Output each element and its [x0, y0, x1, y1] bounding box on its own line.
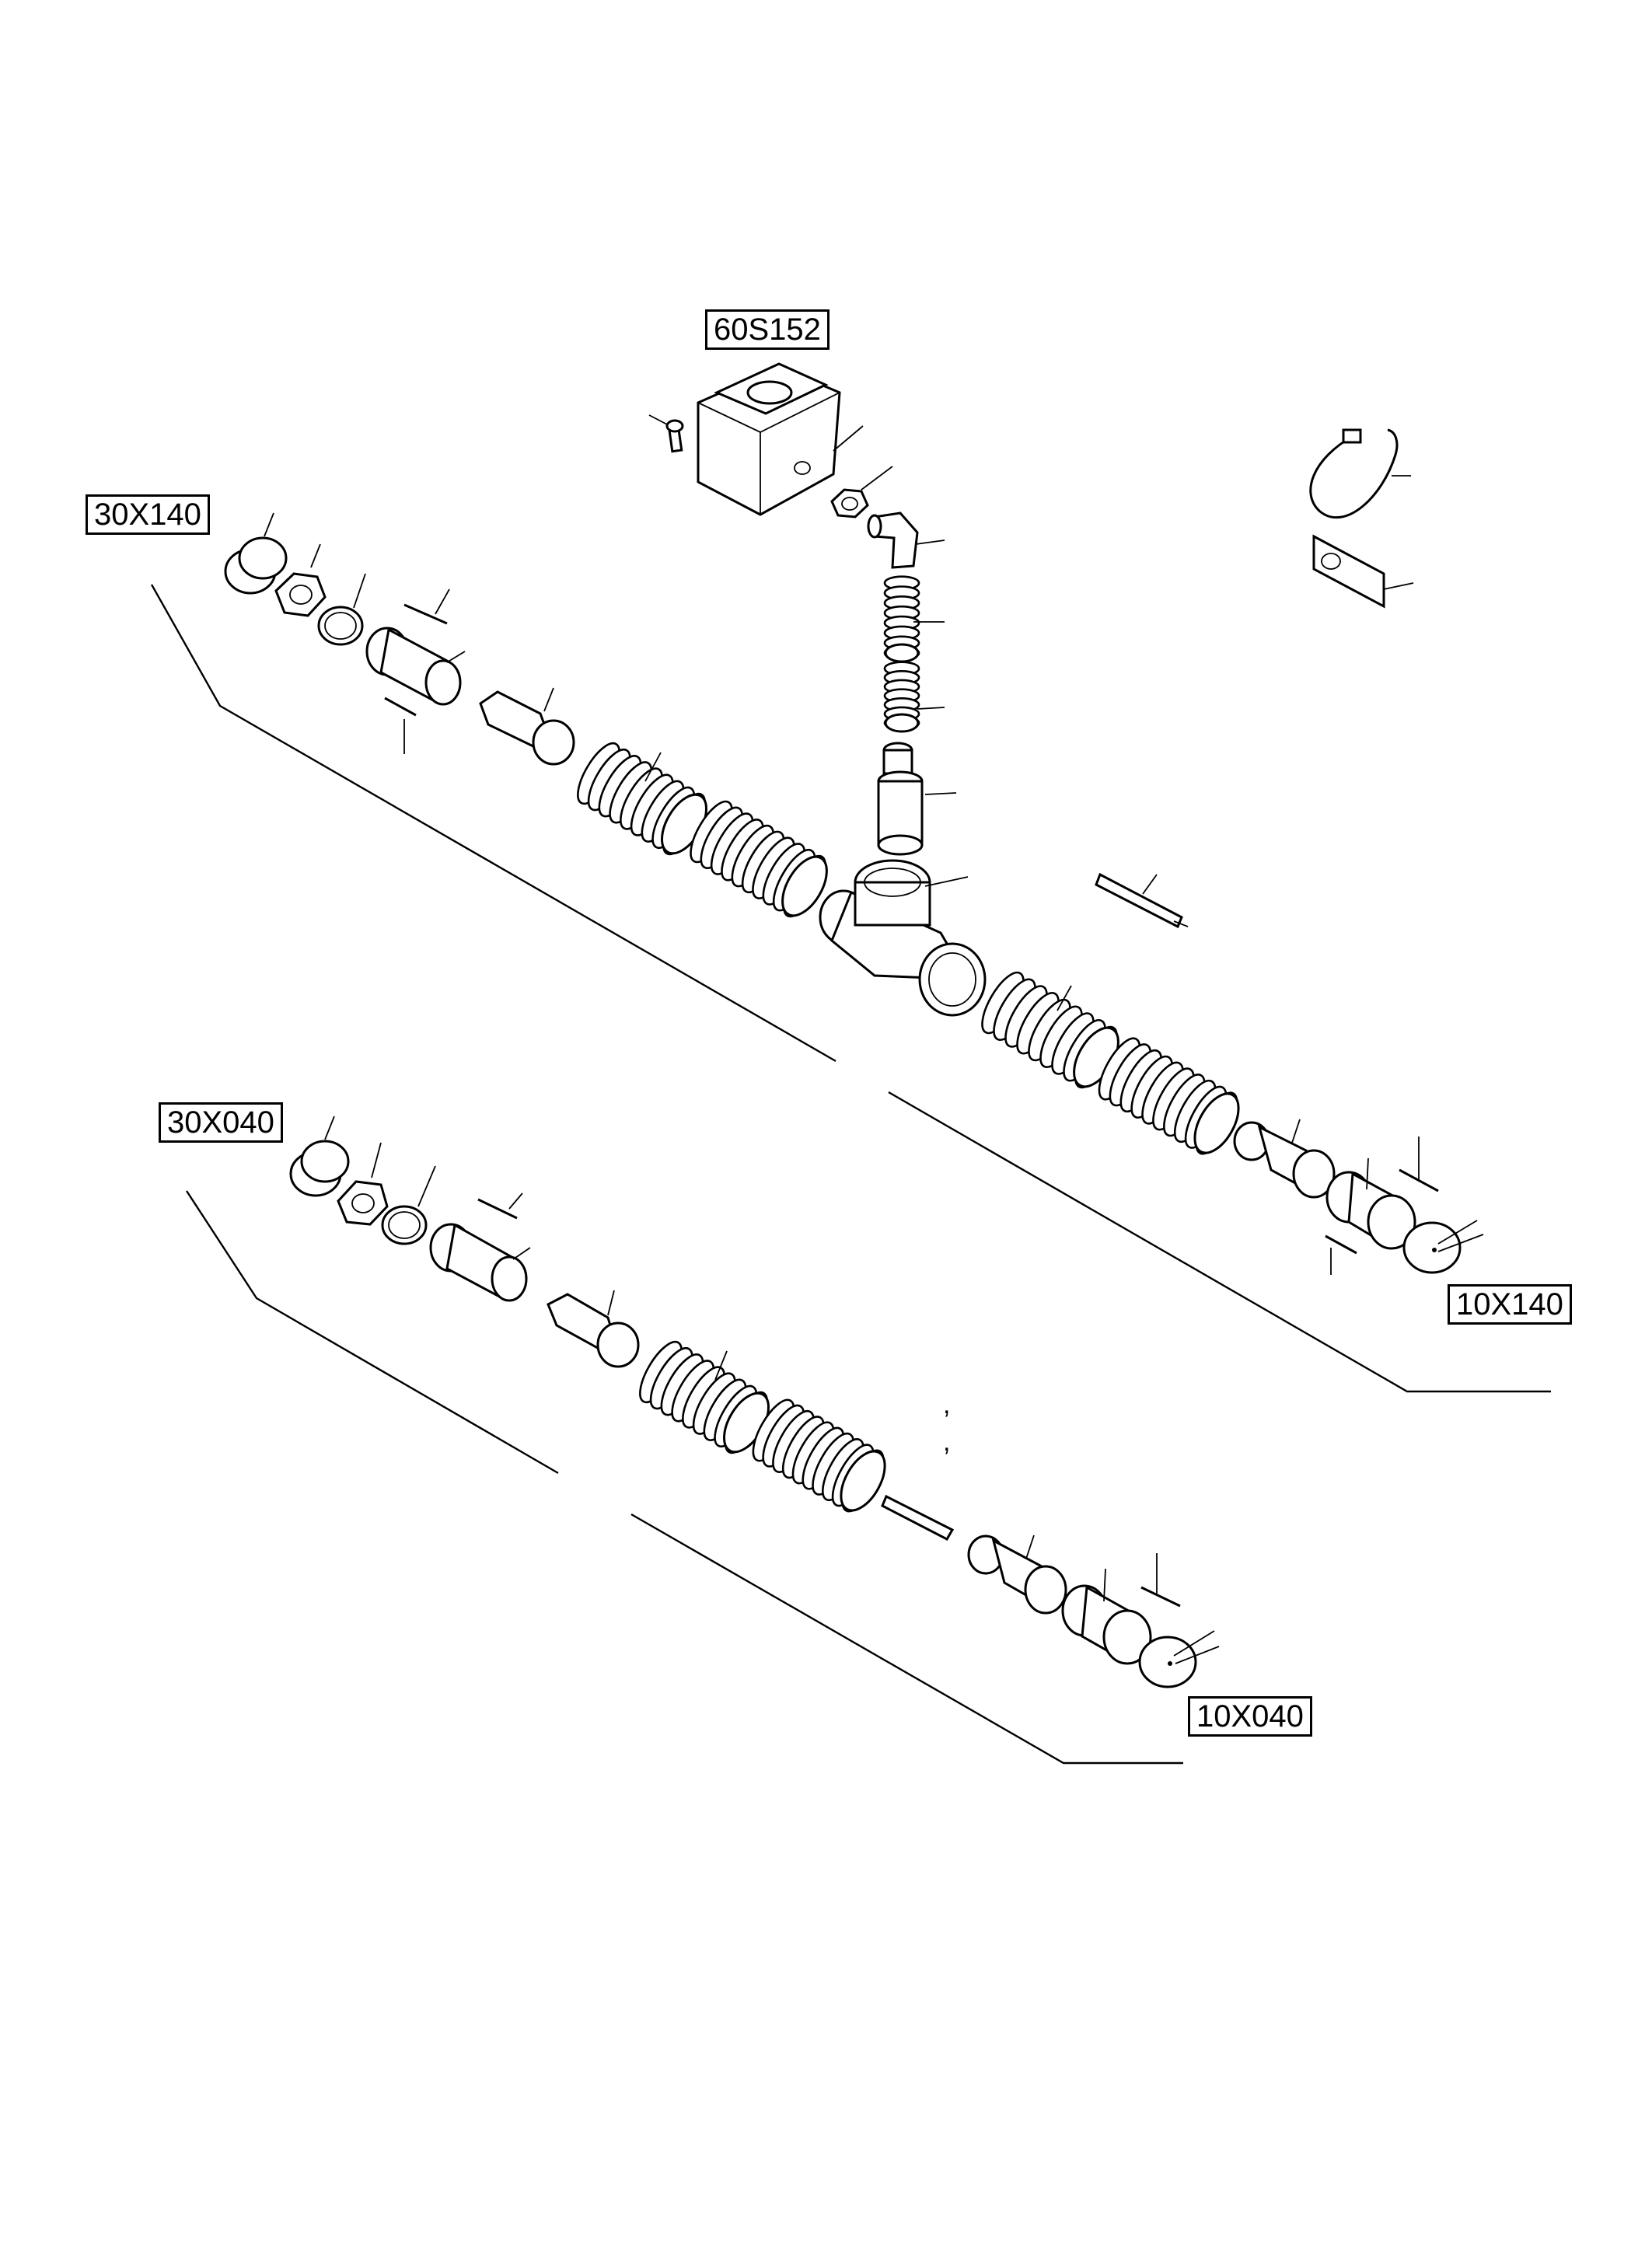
loose-wire-segment	[1095, 872, 1189, 929]
lower-left-harness-label: 30X040	[159, 1102, 283, 1143]
cable-tie	[1309, 428, 1411, 519]
sealing-ring-upper-left	[224, 512, 288, 595]
sealing-ring-lower-left	[289, 1116, 350, 1197]
o-ring-lower-left	[381, 1165, 436, 1245]
corrugated-tube-upper-1	[577, 742, 707, 856]
lower-right-harness-label: 10X040	[1188, 1696, 1312, 1737]
upper-harness-bracket-left	[150, 584, 836, 1063]
contact-pin-lower-left	[477, 1192, 523, 1220]
pin-upper-right-lower	[1325, 1234, 1357, 1275]
upper-harness-assembly	[150, 512, 1551, 1393]
upper-harness-bracket-right	[888, 1091, 1551, 1393]
threaded-sleeve-lower-right	[1061, 1568, 1152, 1665]
contact-pin-upper-right	[1399, 1136, 1439, 1192]
contact-pin-lower-right	[1140, 1553, 1181, 1608]
connector-body-upper-right	[1233, 1119, 1336, 1199]
wire-segment-lower	[881, 1494, 955, 1541]
corrugated-tube-vertical-1	[883, 575, 920, 663]
nut-solenoid	[830, 466, 893, 518]
contact-pin-upper-left	[403, 588, 450, 625]
connector-body-upper-left	[479, 687, 575, 766]
connector-body-lower-right	[967, 1535, 1067, 1615]
mark-comma-a: ,	[943, 1390, 951, 1419]
hex-nut-lower-left	[337, 1142, 389, 1226]
threaded-sleeve-upper-right	[1325, 1157, 1416, 1250]
solenoid-assembly	[648, 362, 957, 856]
threaded-housing-upper-left	[365, 627, 466, 706]
screw	[648, 414, 684, 453]
connector-body-lower-left	[547, 1290, 640, 1368]
t-junction-housing	[819, 859, 987, 1017]
elbow-fitting	[867, 512, 945, 569]
corrugated-tube-upper-3	[981, 971, 1119, 1089]
hex-nut-upper-left	[274, 543, 327, 617]
connector-vertical	[877, 742, 957, 856]
solenoid-label: 60S152	[705, 309, 829, 350]
end-cap-upper-right	[1402, 1220, 1484, 1274]
corrugated-tube-upper-2	[690, 800, 828, 918]
o-ring-upper-left	[317, 573, 366, 646]
upper-right-harness-label: 10X140	[1448, 1284, 1572, 1325]
lower-harness-assembly	[185, 1116, 1220, 1765]
mark-comma-b: ,	[943, 1427, 951, 1457]
upper-left-harness-label: 30X140	[86, 494, 210, 535]
lower-harness-bracket-left	[185, 1190, 559, 1475]
corrugated-tube-lower-2	[752, 1398, 886, 1513]
threaded-housing-lower-left	[429, 1223, 531, 1302]
identification-label	[1312, 534, 1414, 609]
corrugated-tube-vertical-2	[883, 661, 945, 733]
corrugated-tube-upper-4	[1098, 1037, 1240, 1155]
corrugated-tube-lower-1	[639, 1340, 770, 1454]
solenoid-coil	[697, 362, 864, 516]
lower-harness-bracket-right	[630, 1513, 1183, 1765]
end-cap-lower-right	[1138, 1630, 1220, 1688]
pin-upper-left-lower	[384, 697, 417, 754]
